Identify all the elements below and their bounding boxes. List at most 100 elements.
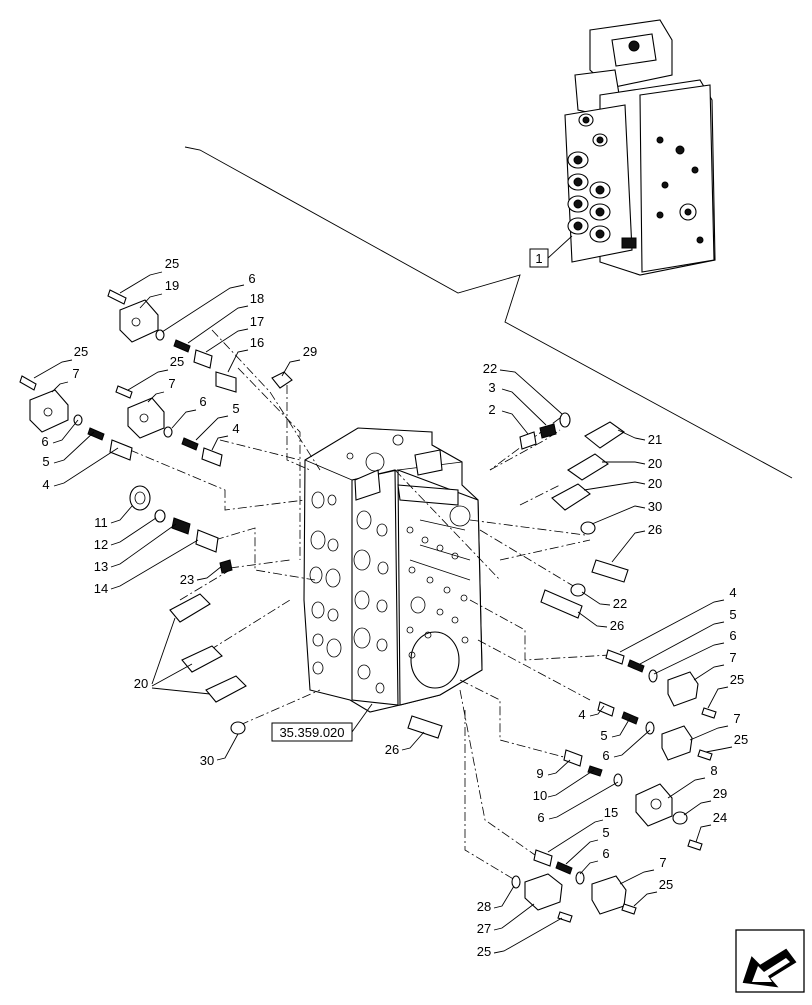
callout-label: 29	[303, 344, 317, 359]
leader-line	[110, 523, 177, 568]
assembly-axes	[129, 329, 611, 881]
thumbnail-side-ports	[621, 136, 704, 249]
callout-label: 25	[730, 672, 744, 687]
callout-label: 25	[659, 877, 673, 892]
plug-22b	[570, 583, 586, 597]
spring-5a	[87, 427, 105, 441]
cover-7a	[29, 389, 69, 433]
callout-label: 2	[488, 402, 495, 417]
leader-line	[633, 891, 658, 907]
leader-line	[501, 388, 547, 426]
spring-10	[587, 765, 603, 777]
callout-label: 6	[248, 271, 255, 286]
leader-line	[693, 664, 725, 681]
callout-label: 6	[602, 846, 609, 861]
callout-label: 28	[477, 899, 491, 914]
leader-line	[653, 642, 725, 675]
spool-4a	[109, 439, 133, 461]
relief-valve-20e	[551, 483, 591, 511]
valve-overview-thumbnail	[564, 19, 716, 276]
spool-15	[533, 849, 553, 867]
leader-line	[591, 505, 646, 525]
cover-27	[524, 873, 563, 911]
cover-7b	[127, 397, 165, 439]
leader-line	[110, 539, 199, 590]
callout-label: 29	[713, 786, 727, 801]
leader-line	[51, 381, 69, 393]
callout-label: 5	[602, 825, 609, 840]
leader-line	[493, 885, 515, 909]
relief-valve-21	[584, 421, 625, 449]
plug-23	[219, 559, 233, 574]
callout-label: 6	[41, 434, 48, 449]
screw-25-top	[107, 289, 127, 305]
callout-label: 5	[600, 728, 607, 743]
callout-label: 7	[168, 376, 175, 391]
callout-label: 6	[602, 748, 609, 763]
leader-line	[196, 565, 223, 581]
leader-line	[581, 591, 611, 606]
leader-line	[689, 725, 729, 741]
callout-label: 21	[648, 432, 662, 447]
thumbnail-spool-caps	[567, 113, 611, 243]
callout-label: 10	[533, 788, 547, 803]
callout-label: 7	[733, 711, 740, 726]
leader-line	[617, 429, 646, 441]
screw-25d	[701, 707, 717, 719]
cover-7d	[661, 725, 693, 761]
plug-22a	[559, 412, 571, 428]
spool-4b	[201, 447, 223, 467]
leader-line	[171, 409, 197, 429]
callout-label: 11	[94, 515, 108, 530]
leader-line	[281, 359, 301, 377]
leader-line	[683, 800, 712, 816]
cover-8	[635, 783, 673, 827]
spool-16	[215, 371, 237, 393]
leader-line	[707, 686, 729, 709]
plug-29	[271, 371, 293, 389]
callout-label: 8	[710, 763, 717, 778]
section-reference-label: 35.359.020	[279, 725, 344, 740]
leader-line	[611, 717, 631, 738]
callout-label: 4	[232, 421, 239, 436]
leader-line	[161, 284, 245, 333]
control-valve-block	[303, 427, 483, 713]
leader-line	[493, 917, 563, 954]
callout-label: 7	[729, 650, 736, 665]
piston-2	[519, 431, 537, 450]
callout-label: 20	[648, 476, 662, 491]
relief-valve-20c	[205, 675, 247, 703]
leader-line	[205, 328, 249, 353]
o-ring-6f	[613, 773, 623, 787]
leader-line	[195, 415, 229, 441]
callout-label: 23	[180, 572, 194, 587]
callout-label: 12	[94, 537, 108, 552]
callout-label: 20	[134, 676, 148, 691]
callout-label: 20	[648, 456, 662, 471]
callout-label: 4	[729, 585, 736, 600]
leader-line	[110, 517, 157, 546]
callout-label: 19	[165, 278, 179, 293]
leader-line	[547, 769, 595, 798]
screw-25-left	[19, 375, 37, 391]
block-bore-holes	[309, 491, 469, 694]
relief-valve-20a	[169, 593, 211, 623]
plug-29b	[672, 811, 688, 825]
leader-line	[52, 419, 79, 444]
spool-9	[563, 749, 583, 767]
callout-label: 7	[72, 366, 79, 381]
leader-line	[127, 369, 169, 391]
callout-label: 30	[648, 499, 662, 514]
navigation-arrow-button[interactable]	[735, 929, 805, 993]
relief-valve-20d	[566, 453, 609, 481]
leader-line	[547, 819, 604, 853]
spool-4d	[597, 701, 615, 717]
leader-line	[119, 271, 163, 294]
section-reference-leader	[351, 703, 373, 733]
plug-30b	[230, 721, 246, 735]
callout-label: 25	[74, 344, 88, 359]
cover-7c	[667, 671, 699, 707]
callout-label: 5	[729, 607, 736, 622]
bolt-26b	[540, 589, 583, 619]
leader-line	[151, 617, 211, 695]
